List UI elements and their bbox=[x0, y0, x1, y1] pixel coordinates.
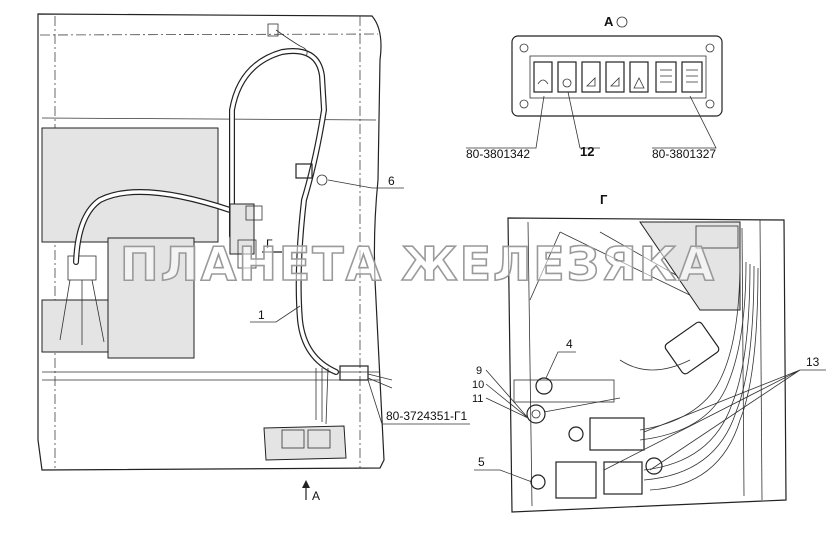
view-g: Г 4 9 10 11 5 13 bbox=[472, 192, 826, 513]
detail-bracket bbox=[695, 225, 739, 249]
down-wires bbox=[315, 367, 329, 425]
connector-13b bbox=[603, 461, 643, 495]
clamp-6 bbox=[295, 163, 313, 179]
wire-bundle-5 bbox=[649, 267, 759, 491]
part-switch-right: 80-3801327 bbox=[652, 147, 716, 161]
leader-5 bbox=[474, 469, 533, 483]
arrow-a-label: А bbox=[312, 489, 320, 503]
main-view: А Г 6 1 80-3724351-Г1 bbox=[37, 13, 470, 503]
callout-12: 12 bbox=[580, 144, 594, 159]
connector-13a bbox=[589, 417, 645, 451]
leader-switch-right bbox=[652, 95, 717, 149]
screw-4 bbox=[535, 377, 553, 395]
switch-face-2 bbox=[307, 429, 331, 449]
wire-bundle-3 bbox=[643, 263, 751, 471]
callout-9: 9 bbox=[476, 365, 482, 377]
part-switch-left: 80-3801342 bbox=[466, 147, 530, 161]
hazard-icon bbox=[633, 77, 645, 89]
view-g-title: Г bbox=[600, 192, 608, 207]
center-line-top bbox=[39, 33, 379, 36]
callout-10: 10 bbox=[472, 379, 484, 391]
callout-1: 1 bbox=[258, 308, 265, 322]
switch-face-1 bbox=[281, 429, 305, 449]
top-clip bbox=[267, 23, 279, 37]
callout-4: 4 bbox=[566, 337, 573, 351]
leader-switch-left bbox=[466, 95, 545, 149]
detail-frame bbox=[507, 217, 787, 513]
relay-bottom bbox=[237, 239, 257, 269]
switch-6 bbox=[655, 61, 677, 93]
part-harness: 80-3724351-Г1 bbox=[386, 409, 468, 423]
leader-6 bbox=[327, 179, 404, 189]
detail-shaded-panel bbox=[639, 221, 741, 311]
beacon-icon bbox=[610, 77, 620, 87]
connector-5 bbox=[555, 461, 597, 499]
watermark: ПЛАНЕТА ЖЕЛЕЗЯКА bbox=[120, 237, 716, 291]
wire-bundle-2 bbox=[639, 261, 747, 441]
connector-wires bbox=[367, 373, 393, 389]
lower-block bbox=[107, 237, 195, 359]
leader-9-10-11 bbox=[485, 369, 529, 419]
wire-bundle-1 bbox=[639, 259, 741, 431]
connector bbox=[339, 365, 369, 381]
light-icon bbox=[586, 77, 596, 87]
leader-harness bbox=[367, 379, 470, 425]
switch-housing bbox=[263, 425, 347, 461]
clamp-left bbox=[67, 255, 97, 281]
cab-outline bbox=[37, 13, 385, 471]
switch-2 bbox=[557, 61, 577, 93]
screw-13a bbox=[568, 426, 584, 442]
leader-4 bbox=[545, 351, 576, 379]
detail-right-edge bbox=[759, 219, 763, 501]
callout-5: 5 bbox=[478, 455, 485, 469]
wire-bundle-4 bbox=[643, 265, 755, 481]
screw-br bbox=[705, 99, 715, 109]
grommet bbox=[526, 404, 546, 424]
dashboard-block bbox=[41, 127, 219, 243]
bracket-block bbox=[41, 299, 109, 353]
relay-block bbox=[229, 203, 255, 255]
wiper-icon bbox=[537, 79, 549, 85]
view-a-title: А bbox=[604, 14, 614, 29]
switch-5 bbox=[629, 61, 649, 93]
clip-13 bbox=[645, 457, 663, 475]
switch-1 bbox=[533, 61, 553, 93]
harness-top-wire bbox=[275, 29, 308, 57]
screw-5 bbox=[530, 474, 546, 490]
screw-tl bbox=[519, 43, 529, 53]
leader-1 bbox=[250, 305, 301, 323]
wires-left bbox=[59, 279, 105, 345]
detail-left-edge bbox=[527, 221, 533, 507]
view-a: А 80-3801342 12 80-380132 bbox=[466, 14, 723, 161]
switch-3 bbox=[581, 61, 601, 93]
blank-switch-icon-1 bbox=[660, 69, 672, 83]
blank-switch-icon-2 bbox=[686, 69, 698, 83]
screw-tr bbox=[705, 43, 715, 53]
leader-12 bbox=[567, 91, 600, 149]
section-g-mark: Г bbox=[266, 237, 273, 251]
panel-line bbox=[41, 117, 377, 121]
leader-13 bbox=[603, 369, 826, 471]
rod bbox=[543, 397, 621, 413]
view-a-circle bbox=[616, 16, 628, 28]
callout-6: 6 bbox=[388, 174, 395, 188]
arrow-a-head bbox=[302, 480, 310, 488]
screw-bl bbox=[519, 99, 529, 109]
clamp-6-bolt bbox=[316, 174, 328, 186]
relay-top bbox=[245, 205, 263, 221]
switch-row bbox=[533, 61, 703, 93]
switch-panel-inner bbox=[529, 55, 707, 99]
switch-7 bbox=[681, 61, 703, 93]
switch-4 bbox=[605, 61, 625, 93]
top-connector bbox=[664, 321, 720, 375]
detail-bar bbox=[513, 379, 615, 403]
switch-panel bbox=[511, 35, 723, 117]
wire-upper bbox=[619, 359, 691, 371]
callout-11: 11 bbox=[472, 393, 483, 405]
callout-13: 13 bbox=[806, 355, 820, 369]
grommet-inner bbox=[531, 409, 541, 419]
fan-icon bbox=[562, 78, 572, 88]
